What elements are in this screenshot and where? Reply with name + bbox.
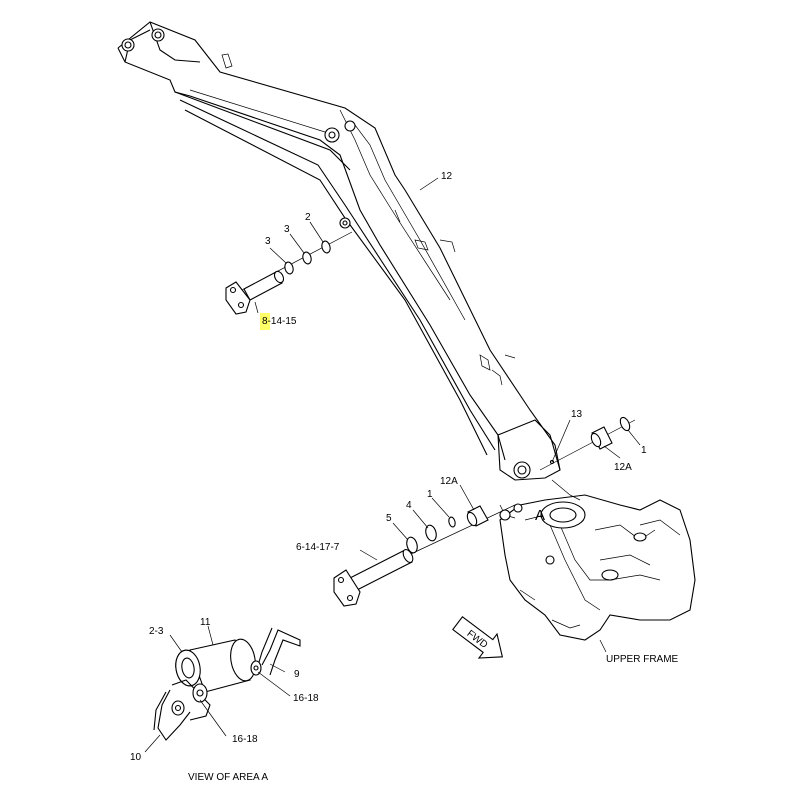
callout-bushing-12a-left: 12A <box>440 476 458 487</box>
callout-seal-1-left: 1 <box>427 489 433 500</box>
detail-callout-16-18-upper: 16-18 <box>293 693 319 704</box>
callout-pin-group-upper: 8-14-15 <box>262 316 297 327</box>
detail-callout-16-18-lower: 16-18 <box>232 734 258 745</box>
callout-washer-2: 2 <box>305 212 311 223</box>
callout-seal-1-right: 1 <box>641 445 647 456</box>
fwd-arrow: FWD <box>452 615 504 659</box>
boom-structure <box>117 21 561 481</box>
callout-bracket-13: 13 <box>571 409 583 420</box>
detail-view-area-a <box>144 625 301 753</box>
lower-pin-group <box>333 484 516 607</box>
upper-frame-label: UPPER FRAME <box>606 654 679 665</box>
callout-boom: 12 <box>441 171 453 182</box>
callout-washer-3b: 3 <box>284 224 290 235</box>
callout-highlight <box>260 313 270 330</box>
area-marker-a: A <box>535 507 545 524</box>
callout-washer-4: 4 <box>406 500 412 511</box>
callout-washer-5: 5 <box>386 513 392 524</box>
upper-pin-group <box>225 221 353 315</box>
callout-pin-group-lower: 6-14-17-7 <box>296 542 340 553</box>
callout-bushing-12a-right: 12A <box>614 462 632 473</box>
detail-callout-11: 11 <box>200 617 211 628</box>
detail-callout-10: 10 <box>130 752 142 763</box>
detail-callout-9: 9 <box>294 669 300 680</box>
detail-callout-2-3: 2-3 <box>149 626 164 637</box>
right-bushing-group <box>539 416 641 471</box>
upper-frame-structure <box>499 479 696 653</box>
callout-washer-3a: 3 <box>265 236 271 247</box>
detail-view-title: VIEW OF AREA A <box>188 772 268 783</box>
